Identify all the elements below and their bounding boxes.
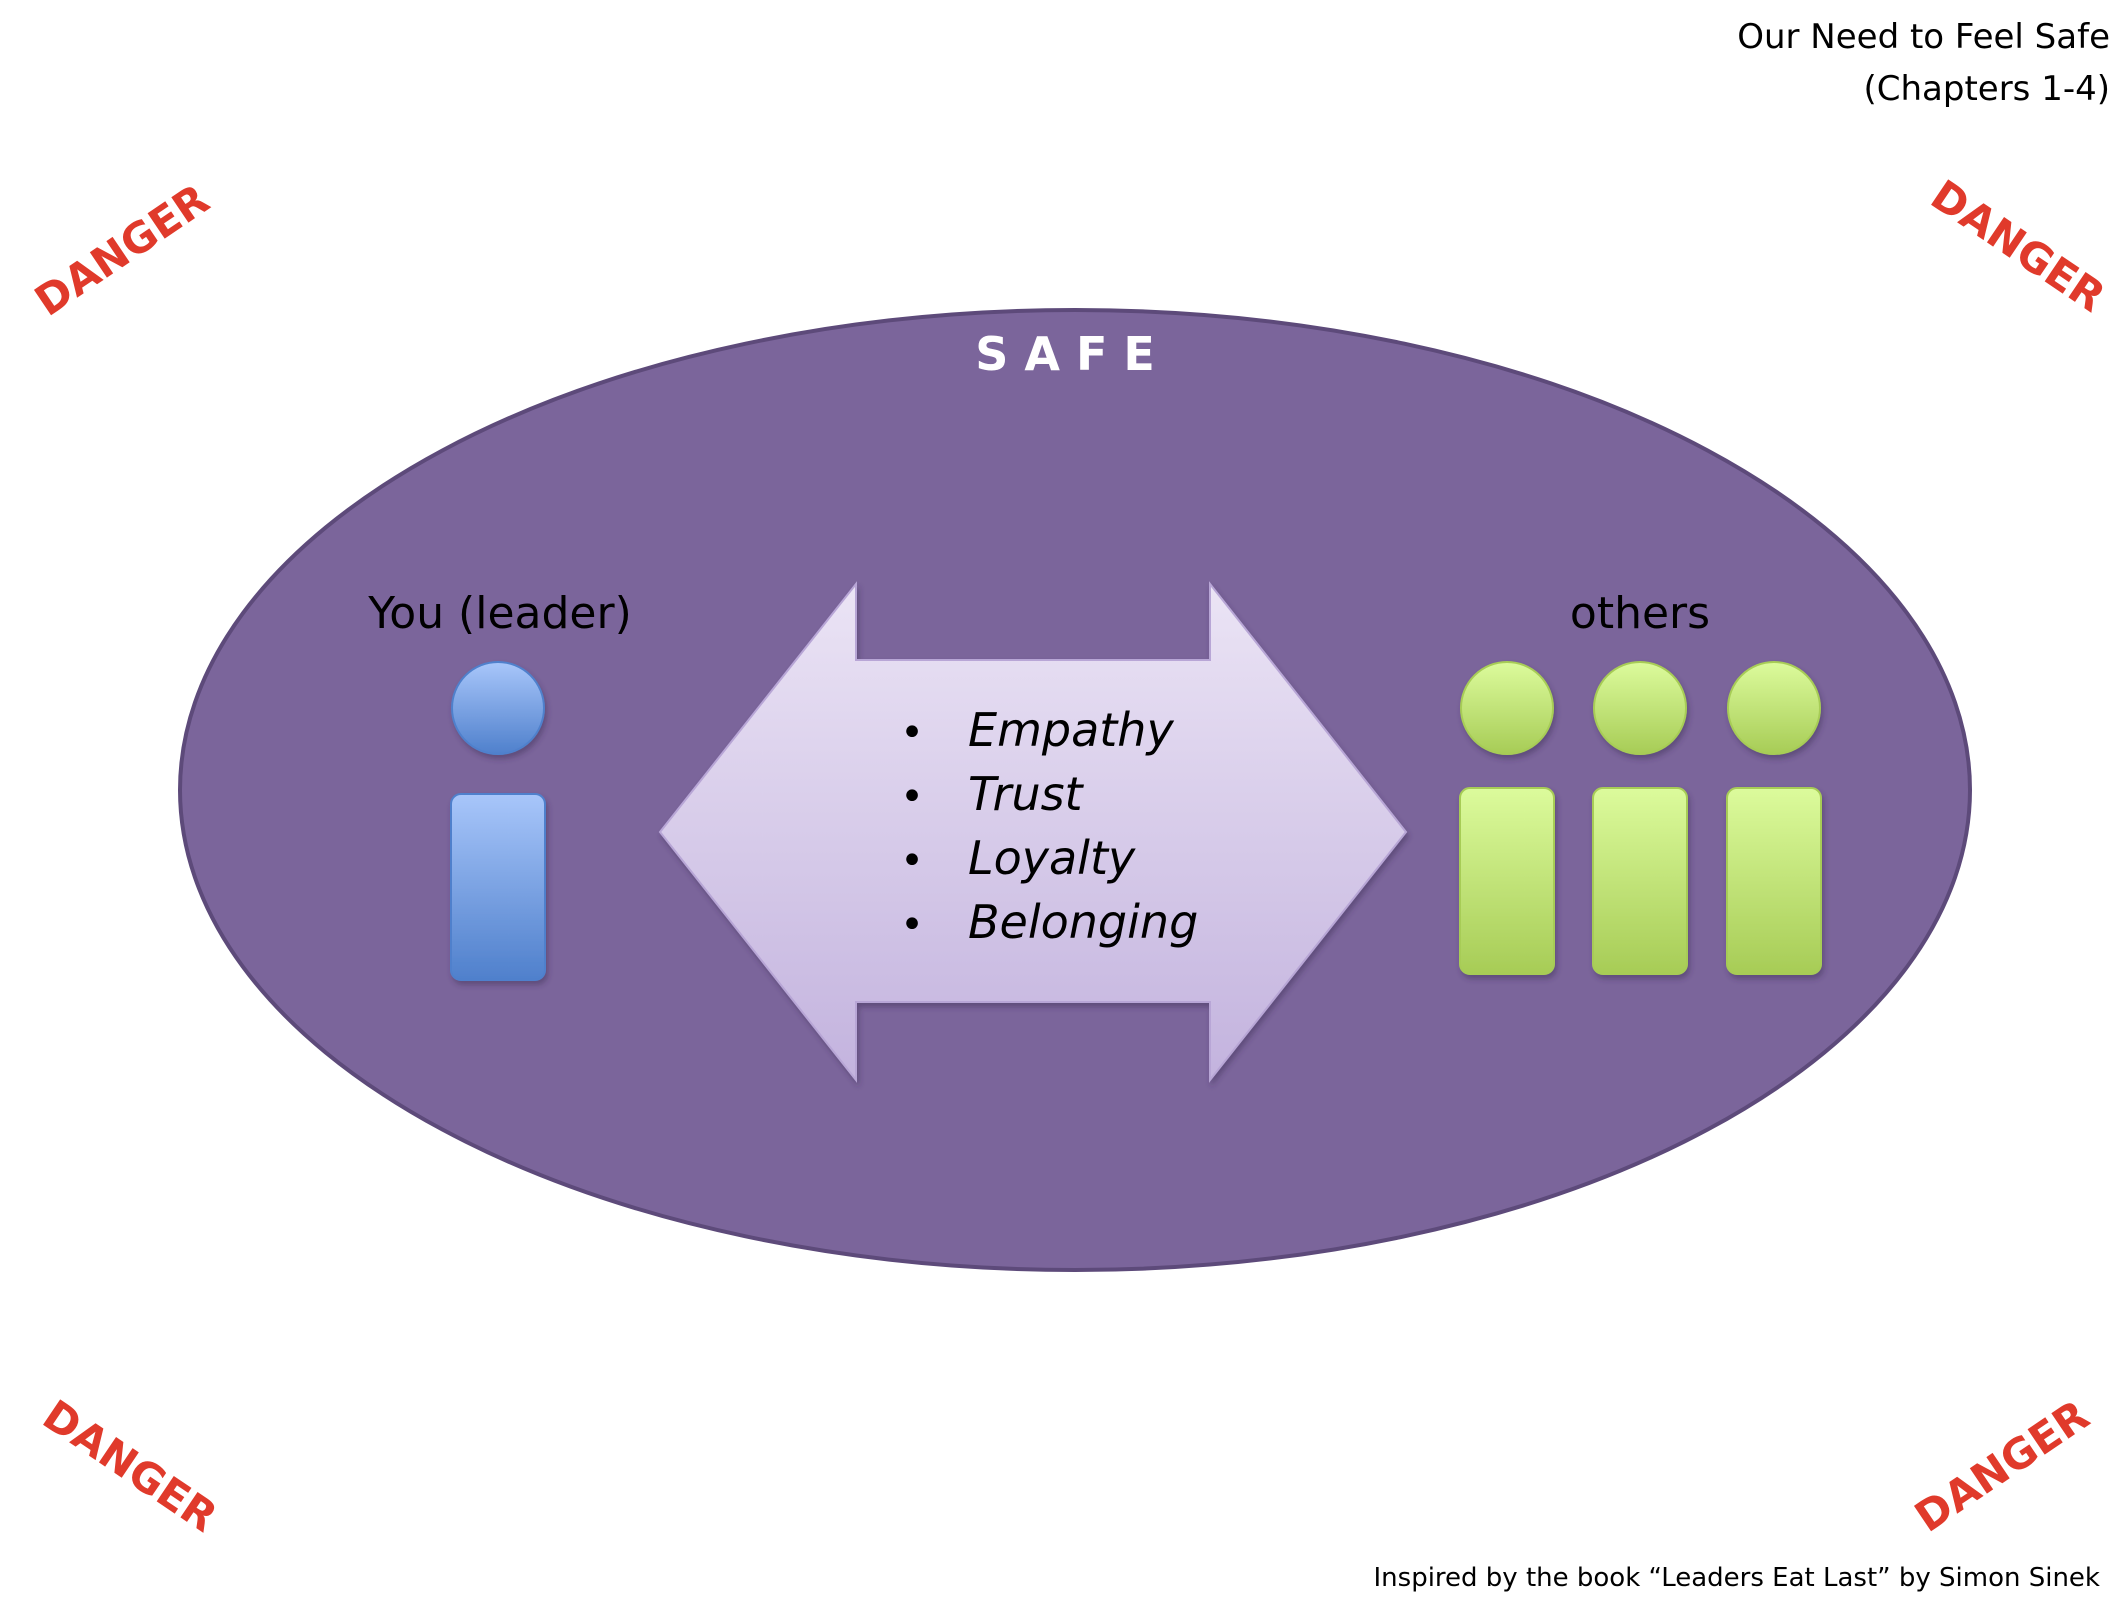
leader-body xyxy=(450,793,546,981)
others-figure-3 xyxy=(1726,661,1822,975)
leader-label: You (leader) xyxy=(367,588,632,639)
bullet: • xyxy=(900,838,924,884)
danger-label-bottom-right: DANGER xyxy=(1906,1390,2098,1541)
bullet: • xyxy=(900,774,924,820)
leader-figure xyxy=(450,661,546,981)
others-figure-2 xyxy=(1592,661,1688,975)
bullet: • xyxy=(900,710,924,756)
others-head xyxy=(1593,661,1687,755)
value-item-empathy: Empathy xyxy=(968,703,1174,757)
others-body xyxy=(1592,787,1688,975)
danger-label-top-left: DANGER xyxy=(26,174,218,325)
safe-label: S A F E xyxy=(975,327,1155,381)
value-item-loyalty: Loyalty xyxy=(968,831,1136,885)
danger-label-top-right: DANGER xyxy=(1922,170,2114,321)
others-head xyxy=(1460,661,1554,755)
double-arrow xyxy=(658,581,1408,1083)
value-item-trust: Trust xyxy=(968,767,1085,821)
others-label: others xyxy=(1570,588,1710,639)
others-body xyxy=(1459,787,1555,975)
others-body xyxy=(1726,787,1822,975)
bullet: • xyxy=(900,902,924,948)
others-figure-1 xyxy=(1459,661,1555,975)
danger-label-bottom-left: DANGER xyxy=(34,1390,226,1541)
others-head xyxy=(1727,661,1821,755)
value-list: • Empathy • Trust • Loyalty • Belonging xyxy=(900,703,1198,949)
value-item-belonging: Belonging xyxy=(968,895,1198,949)
title-line-1: Our Need to Feel Safe xyxy=(1737,17,2110,57)
footer-credit: Inspired by the book “Leaders Eat Last” … xyxy=(1374,1563,2101,1593)
leader-head xyxy=(451,661,545,755)
title-line-2: (Chapters 1-4) xyxy=(1863,69,2110,109)
